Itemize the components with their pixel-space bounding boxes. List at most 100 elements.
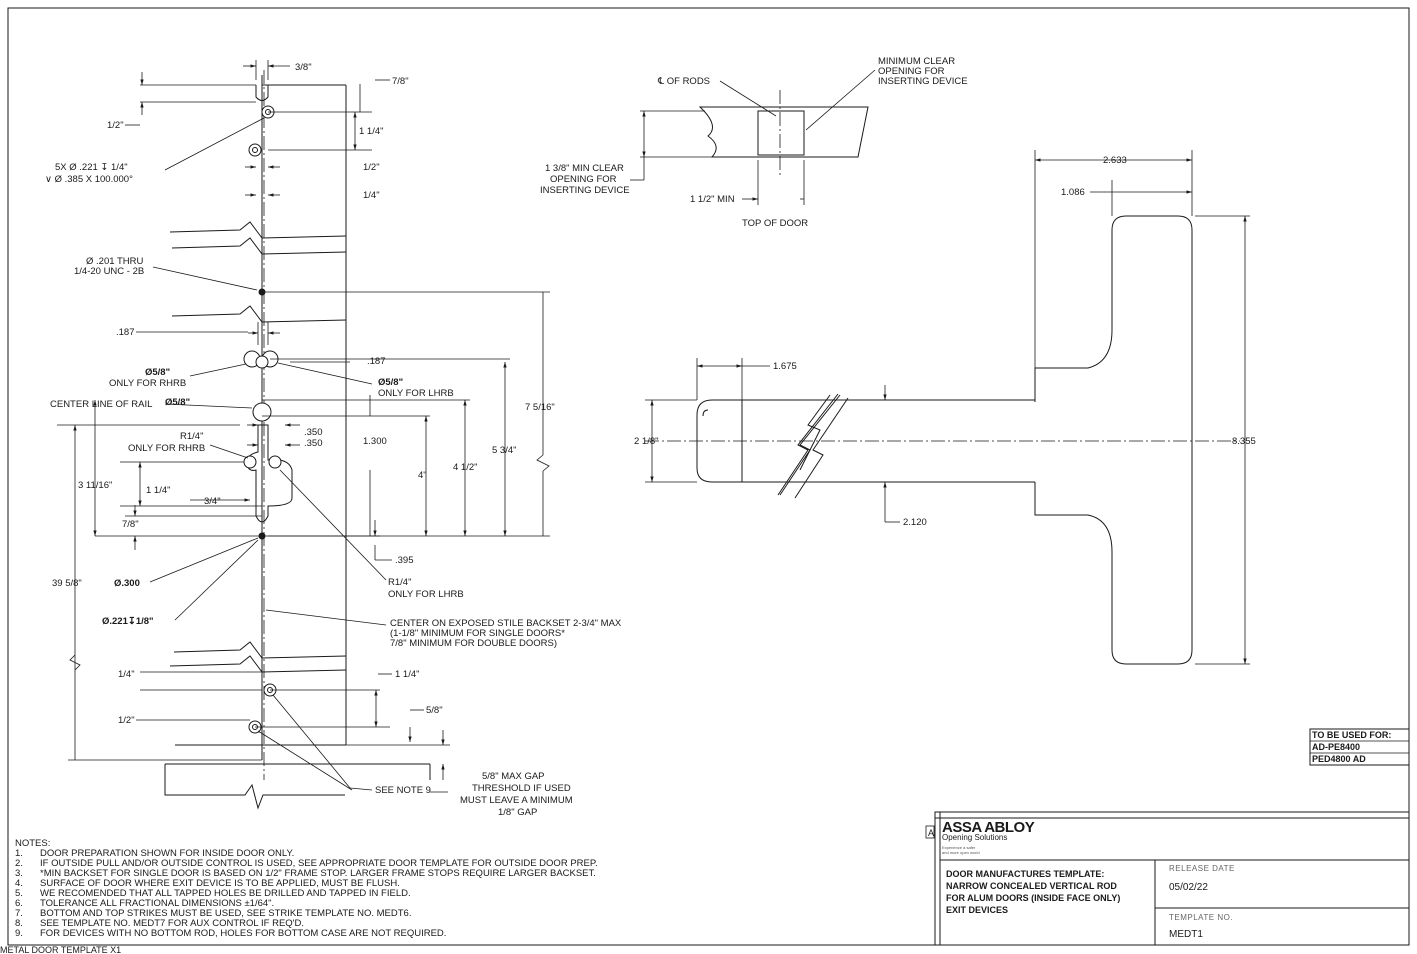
min-clear-line3: INSERTING DEVICE xyxy=(878,76,968,87)
title-block: A ASSA ABLOY Opening Solutions Experienc… xyxy=(925,811,1410,946)
company-logo: ASSA ABLOY xyxy=(942,819,1035,836)
dim-5-3-4: 5 3/4" xyxy=(492,445,517,456)
cl-of-rods: ℄ OF RODS xyxy=(657,76,710,87)
dim-350-b: .350 xyxy=(304,438,323,449)
release-date-value: 05/02/22 xyxy=(1169,882,1208,893)
note-text: TOLERANCE ALL FRACTIONAL DIMENSIONS ±1/6… xyxy=(40,898,274,909)
note-text: BOTTOM AND TOP STRIKES MUST BE USED, SEE… xyxy=(40,908,411,919)
dim-1-1-4-c: 1 1/4" xyxy=(395,669,420,680)
dim-1300: 1.300 xyxy=(363,436,387,447)
note-text: DOOR PREPARATION SHOWN FOR INSIDE DOOR O… xyxy=(40,848,294,859)
center-note-line1: CENTER ON EXPOSED STILE BACKSET 2-3/4" M… xyxy=(390,618,622,629)
note-text: SEE TEMPLATE NO. MEDT7 FOR AUX CONTROL I… xyxy=(40,918,304,929)
only-lhrb-a: ONLY FOR LHRB xyxy=(378,388,454,399)
door-elevation-labels: 3/8" 7/8" 1/2" 1 1/4" 1/2" 1/4" 5X Ø .22… xyxy=(45,62,622,818)
only-rhrb-b: ONLY FOR RHRB xyxy=(128,443,205,454)
dim-1-1-4-b: 1 1/4" xyxy=(146,485,171,496)
gap-note-line4: 1/8" GAP xyxy=(498,807,537,818)
gap-note-line2: THRESHOLD IF USED xyxy=(472,783,571,794)
phi-5-8-rhrb: Ø5/8" xyxy=(145,367,170,378)
phi-300: Ø.300 xyxy=(114,578,140,589)
notes-list: 1. DOOR PREPARATION SHOWN FOR INSIDE DOO… xyxy=(15,848,598,939)
to-be-used-heading: TO BE USED FOR: xyxy=(1312,730,1391,740)
dim-2-1-8: 2 1/8" xyxy=(634,436,659,447)
note-number: 1. xyxy=(15,848,23,859)
dim-5-8: 5/8" xyxy=(426,705,443,716)
min-clear-line2: OPENING FOR xyxy=(878,66,945,77)
tagline-1: Experience a safer xyxy=(942,845,976,850)
note-number: 6. xyxy=(15,898,23,909)
thru-callout-line1: Ø .201 THRU xyxy=(86,256,144,267)
template-title-line: DOOR MANUFACTURES TEMPLATE: xyxy=(946,869,1104,879)
note-number: 4. xyxy=(15,878,23,889)
center-line-of-rail: CENTER LINE OF RAIL xyxy=(50,399,152,410)
r-1-4-a: R1/4" xyxy=(180,431,203,442)
note-number: 7. xyxy=(15,908,23,919)
to-be-used-item: AD-PE8400 xyxy=(1312,742,1360,752)
dim-8355: 8.355 xyxy=(1232,436,1256,447)
dim-2120: 2.120 xyxy=(903,517,927,528)
dim-4-1-2: 4 1/2" xyxy=(453,462,478,473)
dim-1-2-c: 1/2" xyxy=(118,715,135,726)
side-mark: A xyxy=(928,828,934,838)
min-clear-line1: MINIMUM CLEAR xyxy=(878,56,955,67)
dim-187-b: .187 xyxy=(367,356,386,367)
company-logo-sub: Opening Solutions xyxy=(942,833,1007,842)
dim-4: 4" xyxy=(418,470,427,481)
dim-39-5-8: 39 5/8" xyxy=(52,578,82,589)
phi-5-8: Ø5/8" xyxy=(165,397,190,408)
hole-callout-line1: 5X Ø .221 ↧ 1/4" xyxy=(55,162,128,173)
to-be-used-for-box: TO BE USED FOR: AD-PE8400 PED4800 AD xyxy=(1309,728,1410,766)
dim-3-4: 3/4" xyxy=(204,496,221,507)
note-text: FOR DEVICES WITH NO BOTTOM ROD, HOLES FO… xyxy=(40,928,446,939)
only-lhrb-b: ONLY FOR LHRB xyxy=(388,589,464,600)
phi-5-8-lhrb: Ø5/8" xyxy=(378,377,403,388)
template-no-value: MEDT1 xyxy=(1169,929,1203,940)
sheet-border xyxy=(7,7,1410,946)
phi-221: Ø.221↧1/8" xyxy=(102,616,154,627)
min-13-8-line1: 1 3/8" MIN CLEAR xyxy=(545,163,624,174)
release-date-label: RELEASE DATE xyxy=(1169,864,1235,873)
note-number: 8. xyxy=(15,918,23,929)
door-elevation xyxy=(57,60,550,810)
note-text: SURFACE OF DOOR WHERE EXIT DEVICE IS TO … xyxy=(40,878,400,889)
gap-note-line3: MUST LEAVE A MINIMUM xyxy=(460,795,573,806)
dim-395: .395 xyxy=(395,555,414,566)
dim-1-4-a: 1/4" xyxy=(363,190,380,201)
dim-3-8: 3/8" xyxy=(295,62,312,73)
footer-text: METAL DOOR TEMPLATE X1 xyxy=(0,945,121,954)
see-note-9: SEE NOTE 9 xyxy=(375,785,431,796)
note-text: WE RECOMENDED THAT ALL TAPPED HOLES BE D… xyxy=(40,888,411,899)
dim-1-1-4-a: 1 1/4" xyxy=(359,126,384,137)
note-text: *MIN BACKSET FOR SINGLE DOOR IS BASED ON… xyxy=(40,868,596,879)
dim-1086: 1.086 xyxy=(1061,187,1085,198)
gap-note-line1: 5/8" MAX GAP xyxy=(482,771,545,782)
center-note-line3: 7/8" MINIMUM FOR DOUBLE DOORS) xyxy=(390,638,557,649)
template-title-line: FOR ALUM DOORS (INSIDE FACE ONLY) xyxy=(946,893,1120,903)
tagline-2: and more open world xyxy=(942,850,980,855)
top-of-door-view: ℄ OF RODS MINIMUM CLEAR OPENING FOR INSE… xyxy=(540,56,968,229)
note-number: 3. xyxy=(15,868,23,879)
only-rhrb-a: ONLY FOR RHRB xyxy=(109,378,186,389)
min-1-1-2: 1 1/2" MIN xyxy=(690,194,735,205)
top-of-door-label: TOP OF DOOR xyxy=(742,218,808,229)
note-number: 5. xyxy=(15,888,23,899)
dim-187-a: .187 xyxy=(116,327,135,338)
notes-heading: NOTES: xyxy=(15,838,50,849)
to-be-used-item: PED4800 AD xyxy=(1312,754,1366,764)
dim-7-8-b: 7/8" xyxy=(122,519,139,530)
dim-2633: 2.633 xyxy=(1103,155,1127,166)
hole-callout-line2: ∨ Ø .385 X 100.000° xyxy=(45,174,133,185)
dim-350-a: .350 xyxy=(304,427,323,438)
r-1-4-b: R1/4" xyxy=(388,577,411,588)
note-number: 9. xyxy=(15,928,23,939)
note-number: 2. xyxy=(15,858,23,869)
dim-1-2-b: 1/2" xyxy=(363,162,380,173)
rod-device-view: 2.633 1.086 1.675 2 1/8" 8.355 2.120 xyxy=(634,150,1256,665)
dim-1-4-b: 1/4" xyxy=(118,669,135,680)
note-text: IF OUTSIDE PULL AND/OR OUTSIDE CONTROL I… xyxy=(40,858,598,869)
dim-3-11-16: 3 11/16" xyxy=(78,480,112,491)
dim-1675: 1.675 xyxy=(773,361,797,372)
min-13-8-line3: INSERTING DEVICE xyxy=(540,185,630,196)
